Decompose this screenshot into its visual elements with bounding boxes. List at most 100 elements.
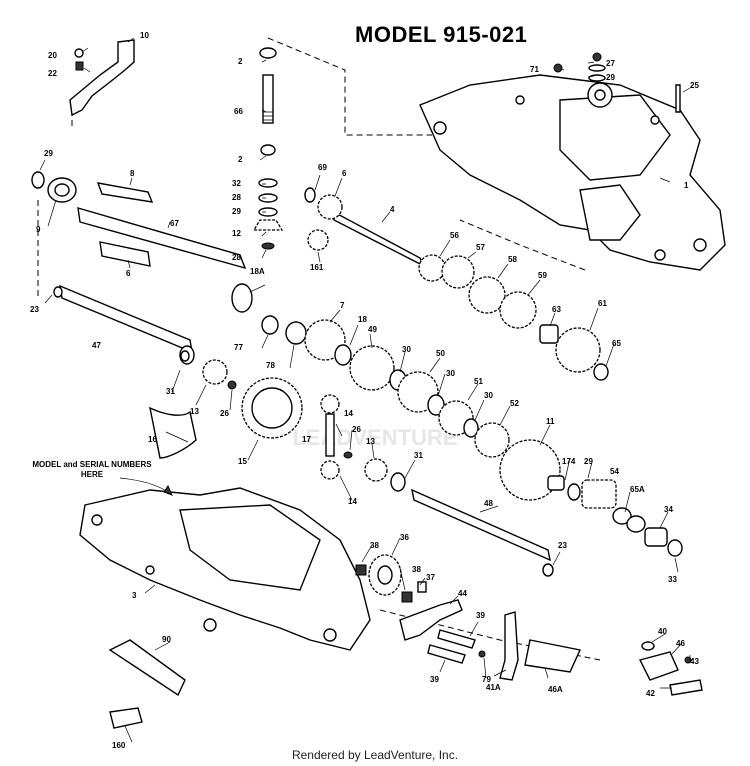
bushing-34	[644, 527, 668, 547]
band-16	[149, 406, 197, 459]
label-43: 43	[690, 657, 699, 666]
pin-26	[227, 380, 237, 390]
washer-31a	[180, 350, 190, 362]
label-13b: 13	[366, 437, 375, 446]
gear-59	[499, 291, 537, 329]
label-39b: 39	[430, 675, 439, 684]
label-16: 16	[148, 435, 157, 444]
label-11: 11	[546, 417, 555, 426]
label-30b: 30	[446, 369, 455, 378]
label-13: 13	[190, 407, 199, 416]
label-30a: 30	[402, 345, 411, 354]
label-31b: 31	[414, 451, 423, 460]
key-37	[417, 581, 427, 593]
pin-39a	[437, 629, 476, 649]
label-4: 4	[390, 205, 395, 214]
pin-39b	[427, 644, 466, 664]
shaft-4	[328, 208, 426, 268]
label-61: 61	[598, 299, 607, 308]
label-57: 57	[476, 243, 485, 252]
label-78: 78	[266, 361, 275, 370]
washer-31b	[390, 472, 406, 492]
label-6: 6	[342, 169, 347, 178]
key-8	[96, 182, 154, 203]
label-25: 25	[690, 81, 699, 90]
bearing-9	[31, 171, 77, 203]
bevel-gear-13b	[364, 458, 388, 482]
gear-61	[555, 327, 601, 373]
label-28: 28	[232, 193, 241, 202]
label-46: 46	[676, 639, 685, 648]
washer-30c	[463, 418, 479, 438]
bearing-18a	[231, 283, 253, 313]
washer-78	[285, 321, 307, 345]
key-6	[99, 241, 151, 267]
nut-43	[684, 656, 692, 664]
label-22: 22	[48, 69, 57, 78]
label-23: 23	[30, 305, 39, 314]
label-3: 3	[132, 591, 137, 600]
label-77: 77	[234, 343, 243, 352]
plate-46	[638, 651, 679, 681]
washer-65	[593, 363, 609, 381]
label-51: 51	[474, 377, 483, 386]
label-20: 20	[48, 51, 57, 60]
label-79: 79	[482, 675, 491, 684]
block-38b	[401, 591, 413, 603]
label-56: 56	[450, 231, 459, 240]
label-69: 69	[318, 163, 327, 172]
ring-gear-15-hub	[251, 387, 293, 429]
label-8: 8	[130, 169, 135, 178]
watermark-text: LEADVENTURE	[292, 425, 457, 450]
label-54: 54	[610, 467, 619, 476]
lower-housing	[79, 477, 371, 651]
label-47: 47	[92, 341, 101, 350]
part-29-seal-b	[588, 74, 606, 82]
part-29-seal	[588, 64, 606, 72]
sealant-tube-160	[109, 707, 143, 729]
clip-23	[53, 286, 63, 298]
part-25-bolt	[675, 84, 681, 113]
label-161: 161	[310, 263, 324, 272]
seal-33	[667, 539, 683, 557]
washer-77	[261, 315, 279, 335]
label-46a: 46A	[548, 685, 563, 694]
clip-23b	[542, 563, 554, 577]
shaft-48	[411, 488, 551, 562]
label-59: 59	[538, 271, 547, 280]
label-26: 26	[220, 409, 229, 418]
assembly-line-right	[459, 219, 586, 271]
label-29-left: 29	[44, 149, 53, 158]
part-71-nut	[553, 63, 563, 73]
bevel-gear-13	[202, 359, 228, 385]
washer-65a	[612, 507, 632, 525]
bolt-42	[669, 679, 703, 696]
label-14b: 14	[348, 497, 357, 506]
pinion-14a	[320, 394, 340, 414]
label-12: 12	[232, 229, 241, 238]
label-174: 174	[562, 457, 576, 466]
washer-69	[304, 187, 316, 203]
label-66: 66	[234, 107, 243, 116]
label-28b: 28	[232, 253, 241, 262]
cross-shaft-17	[325, 413, 335, 457]
label-1: 1	[684, 181, 689, 190]
label-67: 67	[170, 219, 179, 228]
label-160: 160	[112, 741, 126, 750]
label-27: 27	[606, 59, 615, 68]
shift-fork-assembly	[69, 39, 135, 117]
label-17: 17	[302, 435, 311, 444]
diagram-title: MODEL 915-021	[355, 22, 528, 47]
washer-29	[567, 483, 581, 501]
assembly-line-top	[267, 37, 432, 136]
serial-number-note: MODEL and SERIAL NUMBERS HERE	[32, 460, 152, 479]
label-15: 15	[238, 457, 247, 466]
upper-housing	[419, 74, 726, 271]
nut-79	[478, 650, 486, 658]
label-7: 7	[340, 301, 345, 310]
label-52: 52	[510, 399, 519, 408]
label-29-top: 29	[606, 73, 615, 82]
label-38b: 38	[412, 565, 421, 574]
label-90: 90	[162, 635, 171, 644]
gear-52	[474, 422, 510, 458]
